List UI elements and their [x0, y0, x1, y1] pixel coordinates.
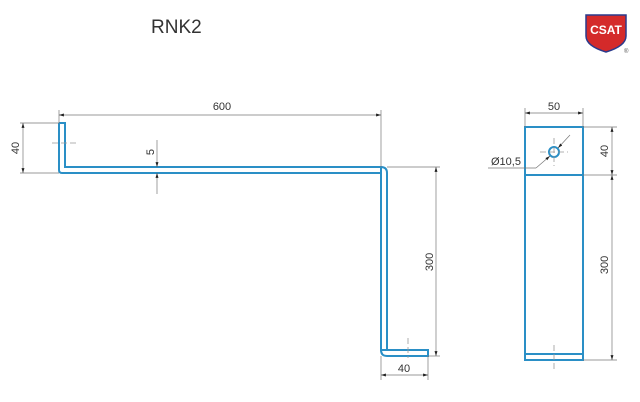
csat-logo: CSAT ® — [585, 14, 629, 55]
dimension-5: 5 — [145, 140, 159, 194]
dimension-300-front: 300 — [583, 175, 617, 361]
dim-300-front-label: 300 — [599, 256, 611, 274]
drawing-title: RNK2 — [151, 17, 202, 38]
dim-300-side-label: 300 — [424, 253, 436, 271]
dimension-600: 600 — [58, 101, 382, 167]
logo-text: CSAT — [590, 23, 622, 37]
dimension-300-side: 300 — [387, 166, 440, 357]
registered-mark: ® — [624, 48, 629, 55]
hole-diameter-callout: Ø10,5 — [488, 134, 571, 169]
dim-600-label: 600 — [213, 101, 231, 113]
dimension-40-right: 40 — [583, 126, 617, 176]
front-view — [524, 126, 584, 370]
side-view-profile — [52, 122, 429, 358]
dim-5-label: 5 — [145, 149, 157, 155]
dimension-50: 50 — [524, 101, 584, 127]
dim-40-right-label: 40 — [599, 145, 611, 157]
dim-40-left-label: 40 — [10, 142, 22, 154]
dimension-40-bottom: 40 — [380, 356, 429, 380]
dimension-40-left: 40 — [10, 122, 59, 174]
hole-diameter-label: Ø10,5 — [491, 156, 521, 168]
dim-50-label: 50 — [548, 101, 560, 113]
dim-40-bottom-label: 40 — [398, 363, 410, 375]
